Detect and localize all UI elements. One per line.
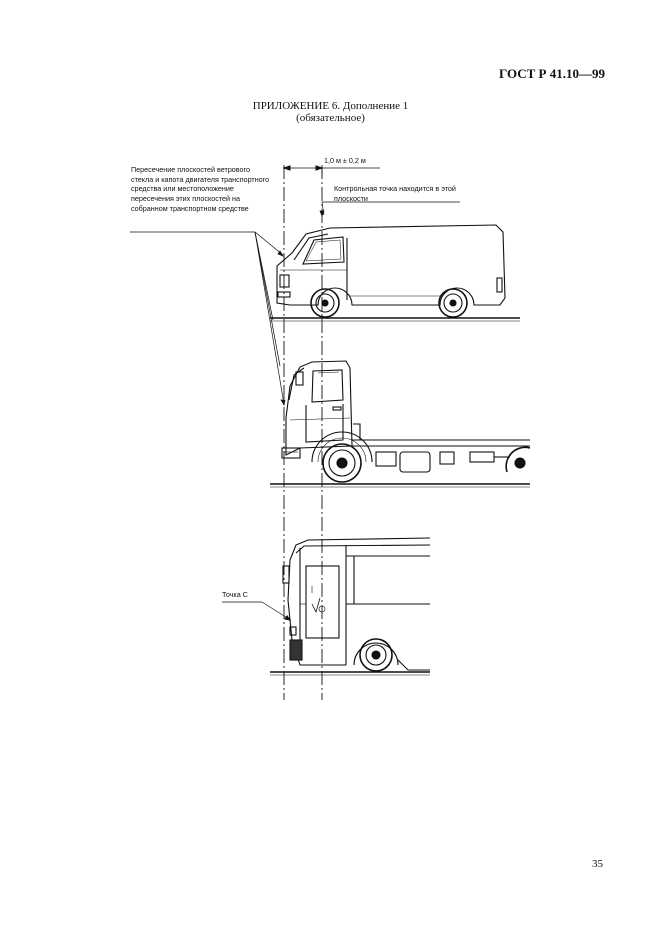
point-c-label: Точка С [222, 590, 248, 599]
windshield-hood-note: Пересечение плоскостей ветрового стекла … [131, 165, 270, 213]
dimension-line [282, 165, 380, 176]
document-code: ГОСТ Р 41.10—99 [499, 66, 605, 81]
windshield-note-leaders [130, 231, 286, 406]
distance-dimension-label: 1,0 м ± 0,2 м [324, 156, 366, 165]
appendix-title: ПРИЛОЖЕНИЕ 6. Дополнение 1 [252, 100, 409, 112]
appendix-subtitle: (обязательное) [296, 112, 365, 124]
reference-plane-lines [283, 165, 323, 700]
page-number: 35 [592, 858, 603, 870]
truck-drawing [270, 360, 531, 488]
control-note-leader [319, 201, 460, 217]
bus-drawing [222, 537, 431, 676]
van-drawing [270, 224, 520, 322]
control-point-note: Контрольная точка находится в этой плоск… [334, 184, 456, 203]
